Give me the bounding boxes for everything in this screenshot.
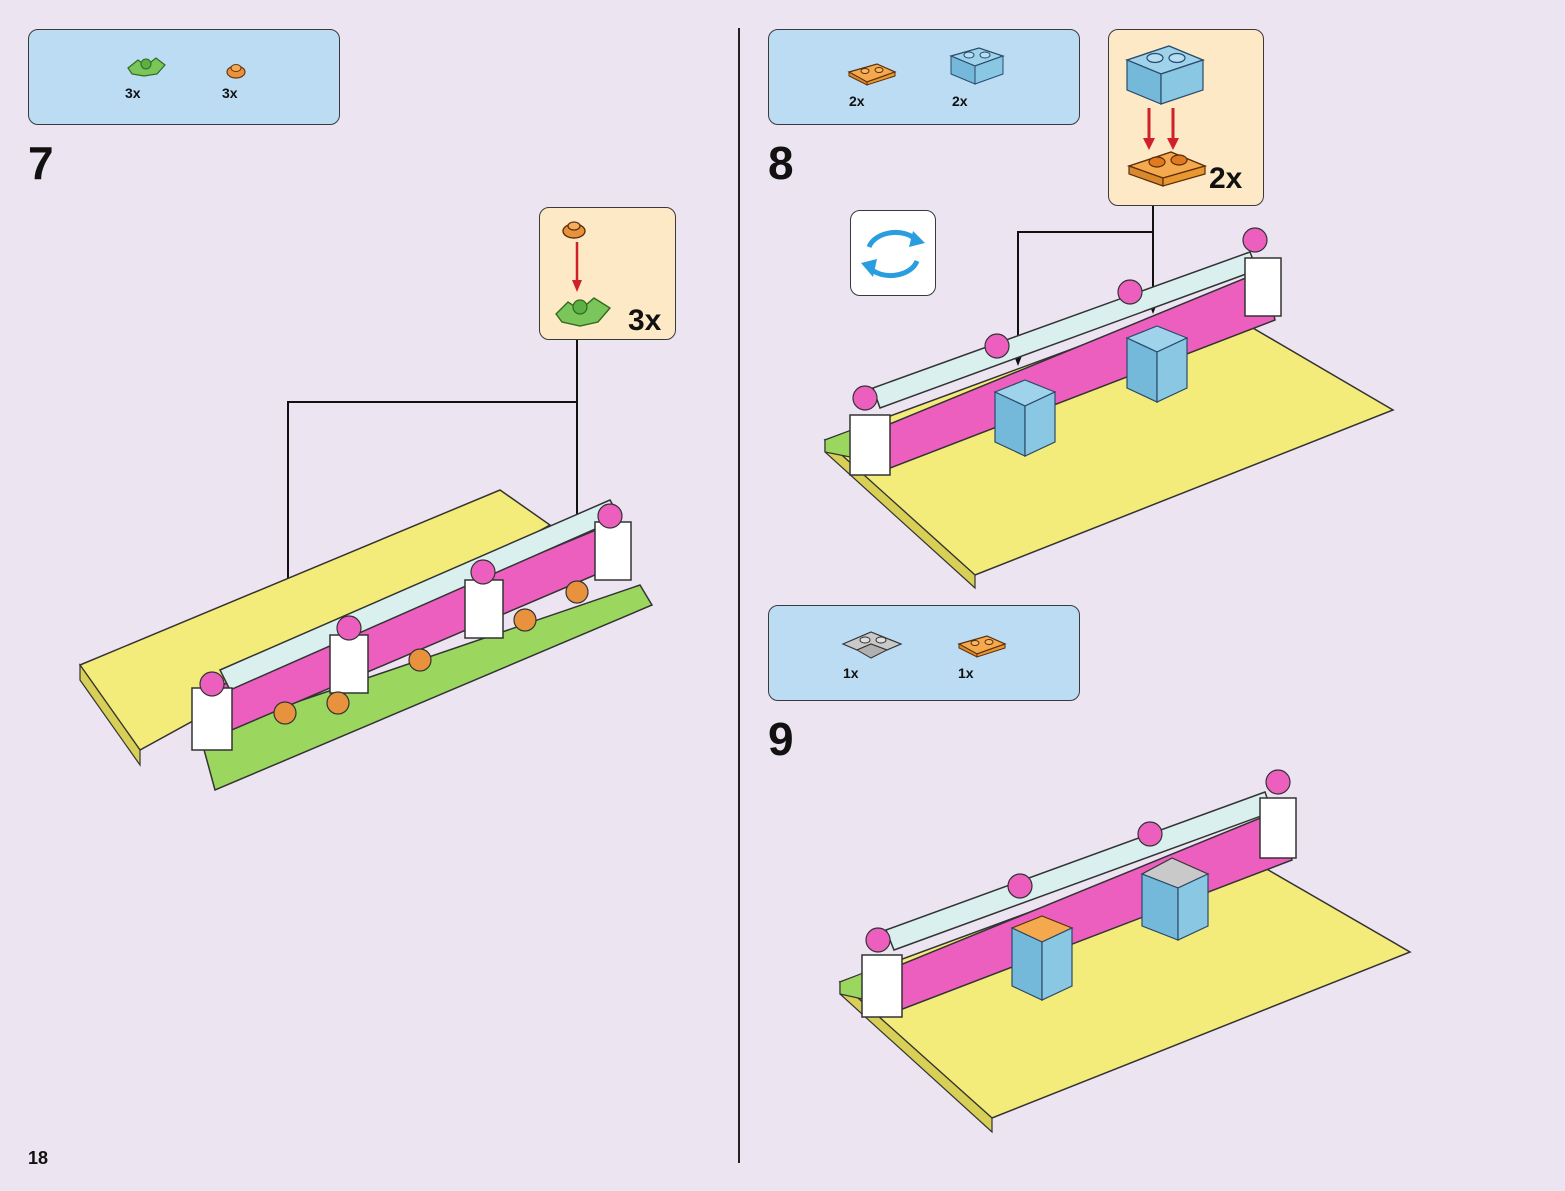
- step-8-number: 8: [768, 137, 794, 189]
- green-leaf-plate-icon: [127, 57, 166, 77]
- step-7-part-2-qty: 3x: [222, 85, 238, 101]
- rotate-model-icon: [850, 210, 936, 296]
- step-9-part-2-qty: 1x: [958, 665, 974, 681]
- step-8-subassembly-box: 2x: [1108, 29, 1264, 206]
- step-9-parts-callout: 1x 1x: [768, 605, 1080, 701]
- orange-flower-round-plate-icon: [562, 221, 586, 239]
- red-assembly-arrow-icon: [572, 242, 582, 292]
- step-7-number: 7: [28, 137, 54, 189]
- gray-corner-plate-icon: [841, 631, 903, 659]
- step-8-parts-callout: 2x 2x: [768, 29, 1080, 125]
- orange-1x2-plate-icon: [1126, 151, 1208, 187]
- green-leaf-plate-icon: [555, 297, 612, 327]
- step-9-part-1-qty: 1x: [843, 665, 859, 681]
- orange-1x2-plate-icon: [847, 63, 897, 86]
- orange-1x2-plate-icon: [957, 635, 1007, 658]
- step-7-parts-callout: 3x 3x: [28, 29, 340, 125]
- step-7-subassembly-box: 3x: [539, 207, 676, 340]
- page-number: 18: [28, 1148, 49, 1168]
- step-8-subassembly-qty: 2x: [1209, 162, 1243, 195]
- step-9-model-illustration: [838, 769, 1412, 1134]
- step-9-number: 9: [768, 713, 794, 765]
- rotate-arrows-icon: [861, 229, 925, 279]
- step-7-model-illustration: [78, 489, 654, 792]
- step-7-part-1-qty: 3x: [125, 85, 141, 101]
- step-8-model-illustration: [823, 227, 1395, 590]
- step-8-part-2-qty: 2x: [952, 93, 968, 109]
- column-divider: [738, 28, 740, 1163]
- red-assembly-arrows-icon: [1143, 108, 1179, 150]
- blue-1x2-brick-icon: [949, 47, 1005, 85]
- orange-flower-round-plate-icon: [226, 64, 246, 79]
- step-7-subassembly-qty: 3x: [628, 304, 662, 337]
- step-8-part-1-qty: 2x: [849, 93, 865, 109]
- blue-1x2-brick-icon: [1124, 45, 1206, 105]
